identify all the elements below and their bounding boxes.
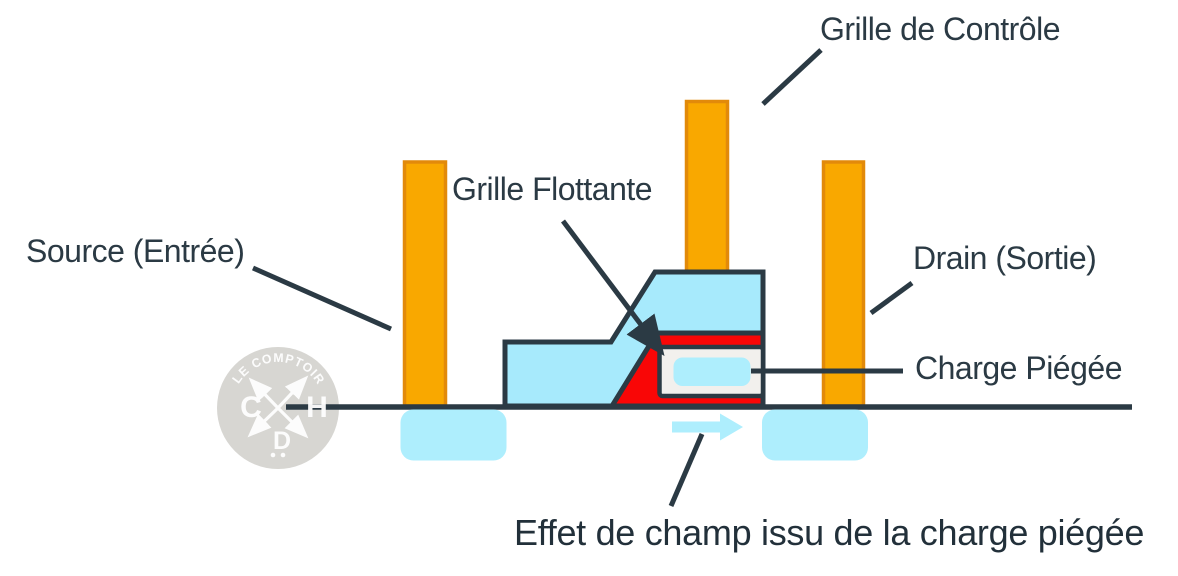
watermark-letter-d: D	[273, 427, 291, 455]
drain-diffusion	[762, 409, 868, 461]
watermark-letter-h: H	[306, 391, 328, 424]
label-field-effect: Effet de champ issu de la charge piégée	[514, 512, 1145, 553]
pointer-floating-gate	[561, 219, 665, 356]
watermark-arrow-downright	[276, 406, 309, 439]
drain-contact-bar	[821, 160, 866, 408]
label-floating-gate: Grille Flottante	[452, 171, 653, 207]
label-drain: Drain (Sortie)	[913, 240, 1097, 276]
control-gate-bar	[684, 99, 730, 276]
field-effect-arrow-icon	[672, 413, 743, 441]
pointer-source	[251, 265, 393, 332]
pointer-control-gate	[761, 48, 823, 106]
pointer-field-effect	[668, 433, 705, 507]
label-control-gate: Grille de Contrôle	[820, 11, 1061, 47]
source-contact-bar	[402, 160, 448, 408]
label-source: Source (Entrée)	[26, 233, 245, 269]
watermark-arrow-upleft	[248, 377, 280, 410]
source-diffusion	[400, 409, 507, 461]
watermark-dot	[280, 452, 286, 458]
trapped-charge-rect	[673, 357, 751, 386]
pointer-drain	[869, 280, 914, 316]
watermark-letter-c: C	[240, 391, 262, 424]
watermark-dot	[270, 452, 276, 458]
watermark-arrow-upright	[276, 375, 309, 410]
watermark-arrow-downleft	[247, 406, 280, 438]
label-trapped-charge: Charge Piégée	[915, 350, 1122, 386]
